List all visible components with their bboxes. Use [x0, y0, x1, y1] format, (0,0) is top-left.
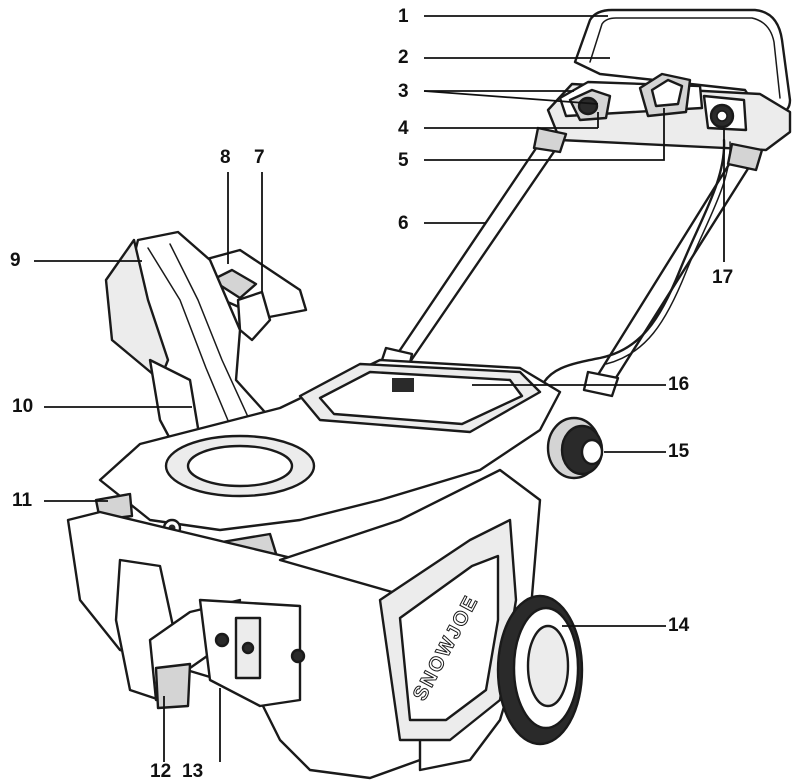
- callout-14: 14: [668, 615, 690, 636]
- callout-15: 15: [668, 441, 690, 462]
- callout-11: 11: [12, 490, 33, 511]
- callout-4: 4: [398, 118, 409, 139]
- leader-3b: [423, 90, 599, 105]
- auger-assembly: [114, 558, 306, 710]
- callout-17: 17: [712, 267, 734, 288]
- callout-8: 8: [220, 147, 231, 168]
- callout-6: 6: [398, 213, 409, 234]
- leader-5: [424, 108, 665, 161]
- control-panel: [546, 72, 792, 152]
- callout-16: 16: [668, 374, 690, 395]
- callout-13: 13: [182, 761, 204, 782]
- power-cord: [538, 138, 726, 392]
- handle-tubes: [378, 126, 764, 398]
- callout-3: 3: [398, 81, 409, 102]
- callout-12: 12: [150, 761, 172, 782]
- callout-9: 9: [10, 250, 21, 271]
- start-button: [577, 96, 599, 116]
- callout-2: 2: [398, 47, 409, 68]
- height-adjustment-knob: [546, 416, 604, 480]
- main-housing-top: [94, 358, 562, 572]
- callout-7: 7: [254, 147, 265, 168]
- leader-lines: [34, 15, 725, 762]
- wheel: [496, 594, 584, 746]
- callout-5: 5: [398, 150, 409, 171]
- cover-latch: [392, 378, 414, 392]
- callout-1: 1: [398, 6, 409, 27]
- callout-10: 10: [12, 396, 34, 417]
- safety-key: [650, 78, 684, 108]
